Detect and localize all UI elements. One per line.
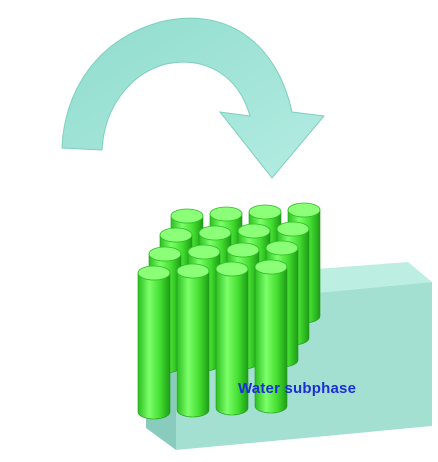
nanorod-array: [137, 202, 321, 420]
nanorod: [176, 263, 210, 418]
curved-arrow: [61, 17, 325, 179]
nanorod: [137, 265, 171, 420]
nanorod: [254, 259, 288, 414]
nanorod: [215, 261, 249, 416]
water-subphase-label: Water subphase: [238, 380, 357, 397]
